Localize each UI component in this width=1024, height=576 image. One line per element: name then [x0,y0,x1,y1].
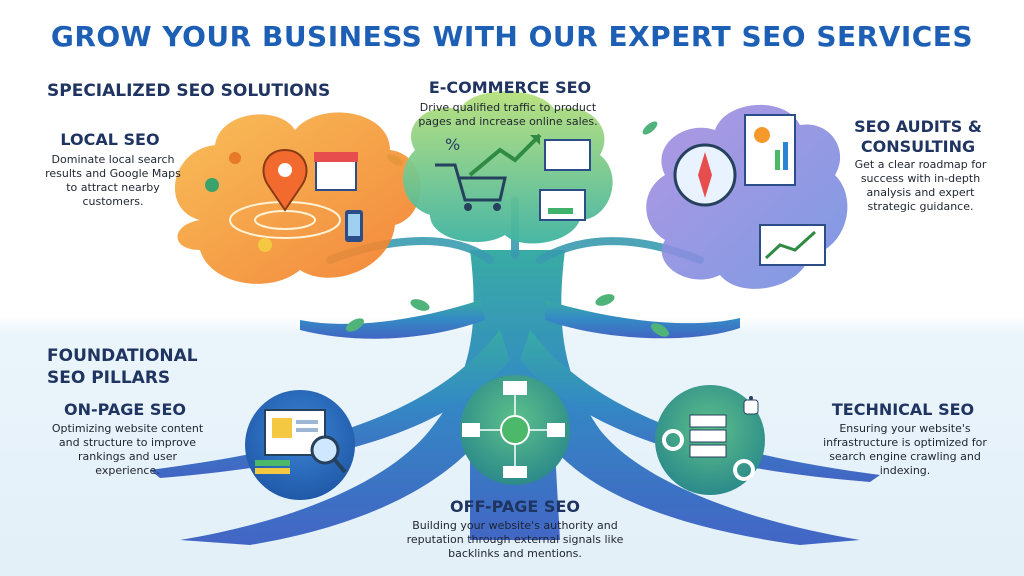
technical-seo-circle [655,385,765,495]
off-page-seo-title: OFF-PAGE SEO [450,497,580,516]
technical-seo-title: TECHNICAL SEO [831,400,975,419]
foundational-heading: FOUNDATIONAL SEO PILLARS [47,346,198,388]
off-page-seo-circle [460,375,570,485]
on-page-seo-circle [245,390,355,500]
seo-audits-title: SEO AUDITS & CONSULTING [854,117,982,156]
on-page-seo-desc: Optimizing website content and structure… [51,422,204,477]
page-title: GROW YOUR BUSINESS WITH OUR EXPERT SEO S… [50,20,974,53]
on-page-seo-title: ON-PAGE SEO [64,400,186,419]
off-page-seo-desc: Building your website's authority and re… [406,519,624,560]
local-seo-cloud [174,112,421,284]
ecommerce-seo-desc: Drive qualified traffic to product pages… [418,101,598,128]
specialized-heading: SPECIALIZED SEO SOLUTIONS [47,81,331,101]
local-seo-title: LOCAL SEO [60,130,160,149]
seo-audits-cloud [646,104,848,289]
percent-icon: % [445,135,460,154]
ecommerce-seo-cloud: % [403,91,613,244]
ecommerce-seo-title: E-COMMERCE SEO [428,78,592,97]
technical-seo-desc: Ensuring your website's infrastructure i… [823,422,987,477]
local-seo-desc: Dominate local search results and Google… [45,153,181,208]
seo-audits-desc: Get a clear roadmap for success with in-… [854,158,987,213]
